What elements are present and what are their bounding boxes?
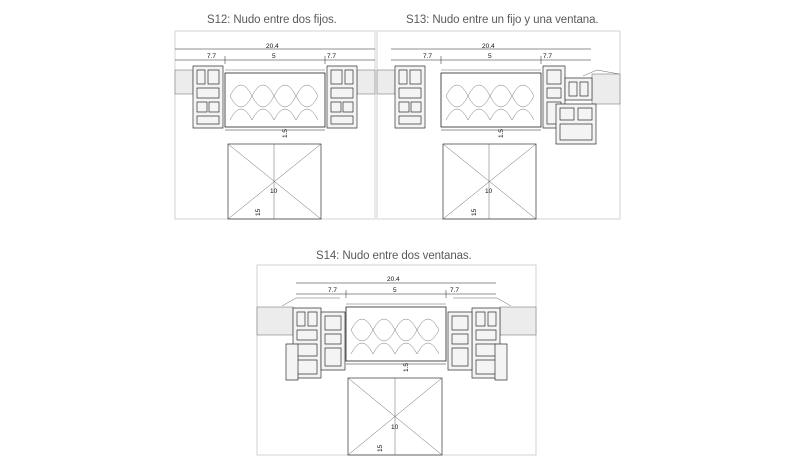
left-profile: [192, 65, 224, 129]
section-diagonal: [442, 143, 537, 220]
detail-s12: 20.4 7.7 5 7.7 1.5 10 15: [174, 30, 376, 220]
dim-lower-depth: 1.5: [282, 129, 289, 138]
glazing-panel: [356, 69, 376, 95]
glazing-panel: [499, 306, 537, 336]
insulated-core: [440, 72, 542, 128]
left-sash-profile: [292, 307, 322, 379]
glazing-panel: [174, 69, 194, 95]
detail-s14: 20.4 7.7 5 7.7 1.5 10 15: [256, 264, 537, 456]
dim-center: 5: [488, 53, 492, 60]
glazing-bead: [281, 297, 512, 307]
dim-box-width: 10: [270, 188, 278, 195]
dim-side-left: 7.7: [328, 287, 337, 294]
right-frame-profile: [447, 311, 473, 371]
dim-center: 5: [393, 287, 397, 294]
glazing-panel: [376, 69, 396, 95]
insulated-core: [224, 72, 326, 128]
sash-profile: [555, 77, 597, 145]
caption-s13: S13: Nudo entre un fijo y una ventana.: [406, 14, 599, 26]
dim-center: 5: [272, 53, 276, 60]
dim-box-height: 15: [377, 444, 384, 452]
dim-side-right: 7.7: [543, 53, 552, 60]
right-weather-strip: [494, 343, 508, 381]
dim-side-left: 7.7: [423, 53, 432, 60]
glazing-panel: [256, 306, 294, 336]
caption-s12: S12: Nudo entre dos fijos.: [207, 14, 337, 26]
dim-side-left: 7.7: [207, 53, 216, 60]
fixed-profile: [394, 65, 426, 129]
dim-lower-depth: 1.5: [498, 129, 505, 138]
post-section: [227, 143, 322, 220]
post-section: [442, 143, 537, 220]
glazing-panel: [591, 73, 621, 105]
dim-box-width: 10: [485, 188, 493, 195]
insulated-core: [345, 306, 447, 362]
left-frame-profile: [320, 311, 346, 371]
detail-s13: 20.4 7.7 5 7.7 1.5 10 15: [376, 30, 621, 220]
glazing-bead: [582, 69, 620, 77]
section-diagonal: [227, 143, 322, 220]
insulation-pattern: [229, 84, 319, 121]
dim-overall: 20.4: [387, 276, 400, 283]
insulation-pattern: [445, 84, 535, 121]
dim-side-right: 7.7: [327, 53, 336, 60]
dim-box-height: 15: [255, 208, 262, 216]
dim-lower-depth: 1.5: [403, 363, 410, 372]
dim-overall: 20.4: [482, 43, 495, 50]
right-profile: [326, 65, 358, 129]
dim-box-height: 15: [471, 208, 478, 216]
dim-overall: 20.4: [266, 43, 279, 50]
dim-side-right: 7.7: [450, 287, 459, 294]
dim-box-width: 10: [391, 424, 399, 431]
insulation-pattern: [350, 318, 440, 355]
caption-s14: S14: Nudo entre dos ventanas.: [316, 250, 472, 262]
left-weather-strip: [285, 343, 299, 381]
